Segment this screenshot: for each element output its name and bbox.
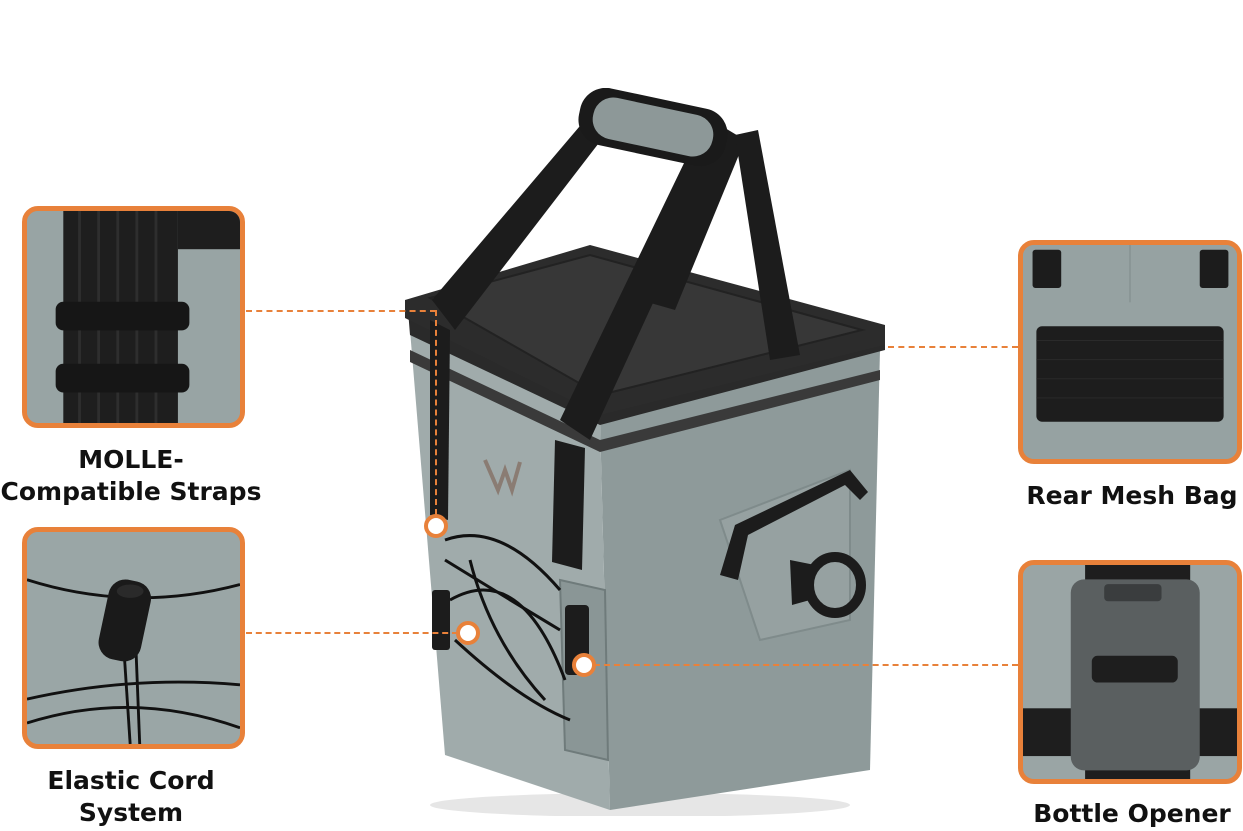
bottle-opener-label: Bottle Opener	[1033, 799, 1231, 828]
cord-leader-line	[246, 632, 458, 634]
molle-straps-label: MOLLE-Compatible Straps	[0, 445, 262, 506]
bottle-opener-callout-image	[1018, 560, 1242, 784]
cord-marker-dot	[456, 621, 480, 645]
molle-marker-dot	[424, 514, 448, 538]
molle-leader-line	[246, 310, 436, 312]
molle-leader-vertical	[435, 310, 437, 515]
mesh-leader-line	[888, 346, 1018, 348]
elastic-cord-label: Elastic Cord System	[47, 766, 215, 827]
cooler-bag-image	[395, 87, 895, 817]
rear-mesh-bag-callout-image	[1018, 240, 1242, 464]
molle-straps-callout-image	[22, 206, 245, 428]
rear-mesh-bag-label: Rear Mesh Bag	[1026, 481, 1238, 510]
elastic-cord-callout-image	[22, 527, 245, 749]
opener-marker-dot	[572, 653, 596, 677]
opener-leader-line	[594, 664, 1018, 666]
